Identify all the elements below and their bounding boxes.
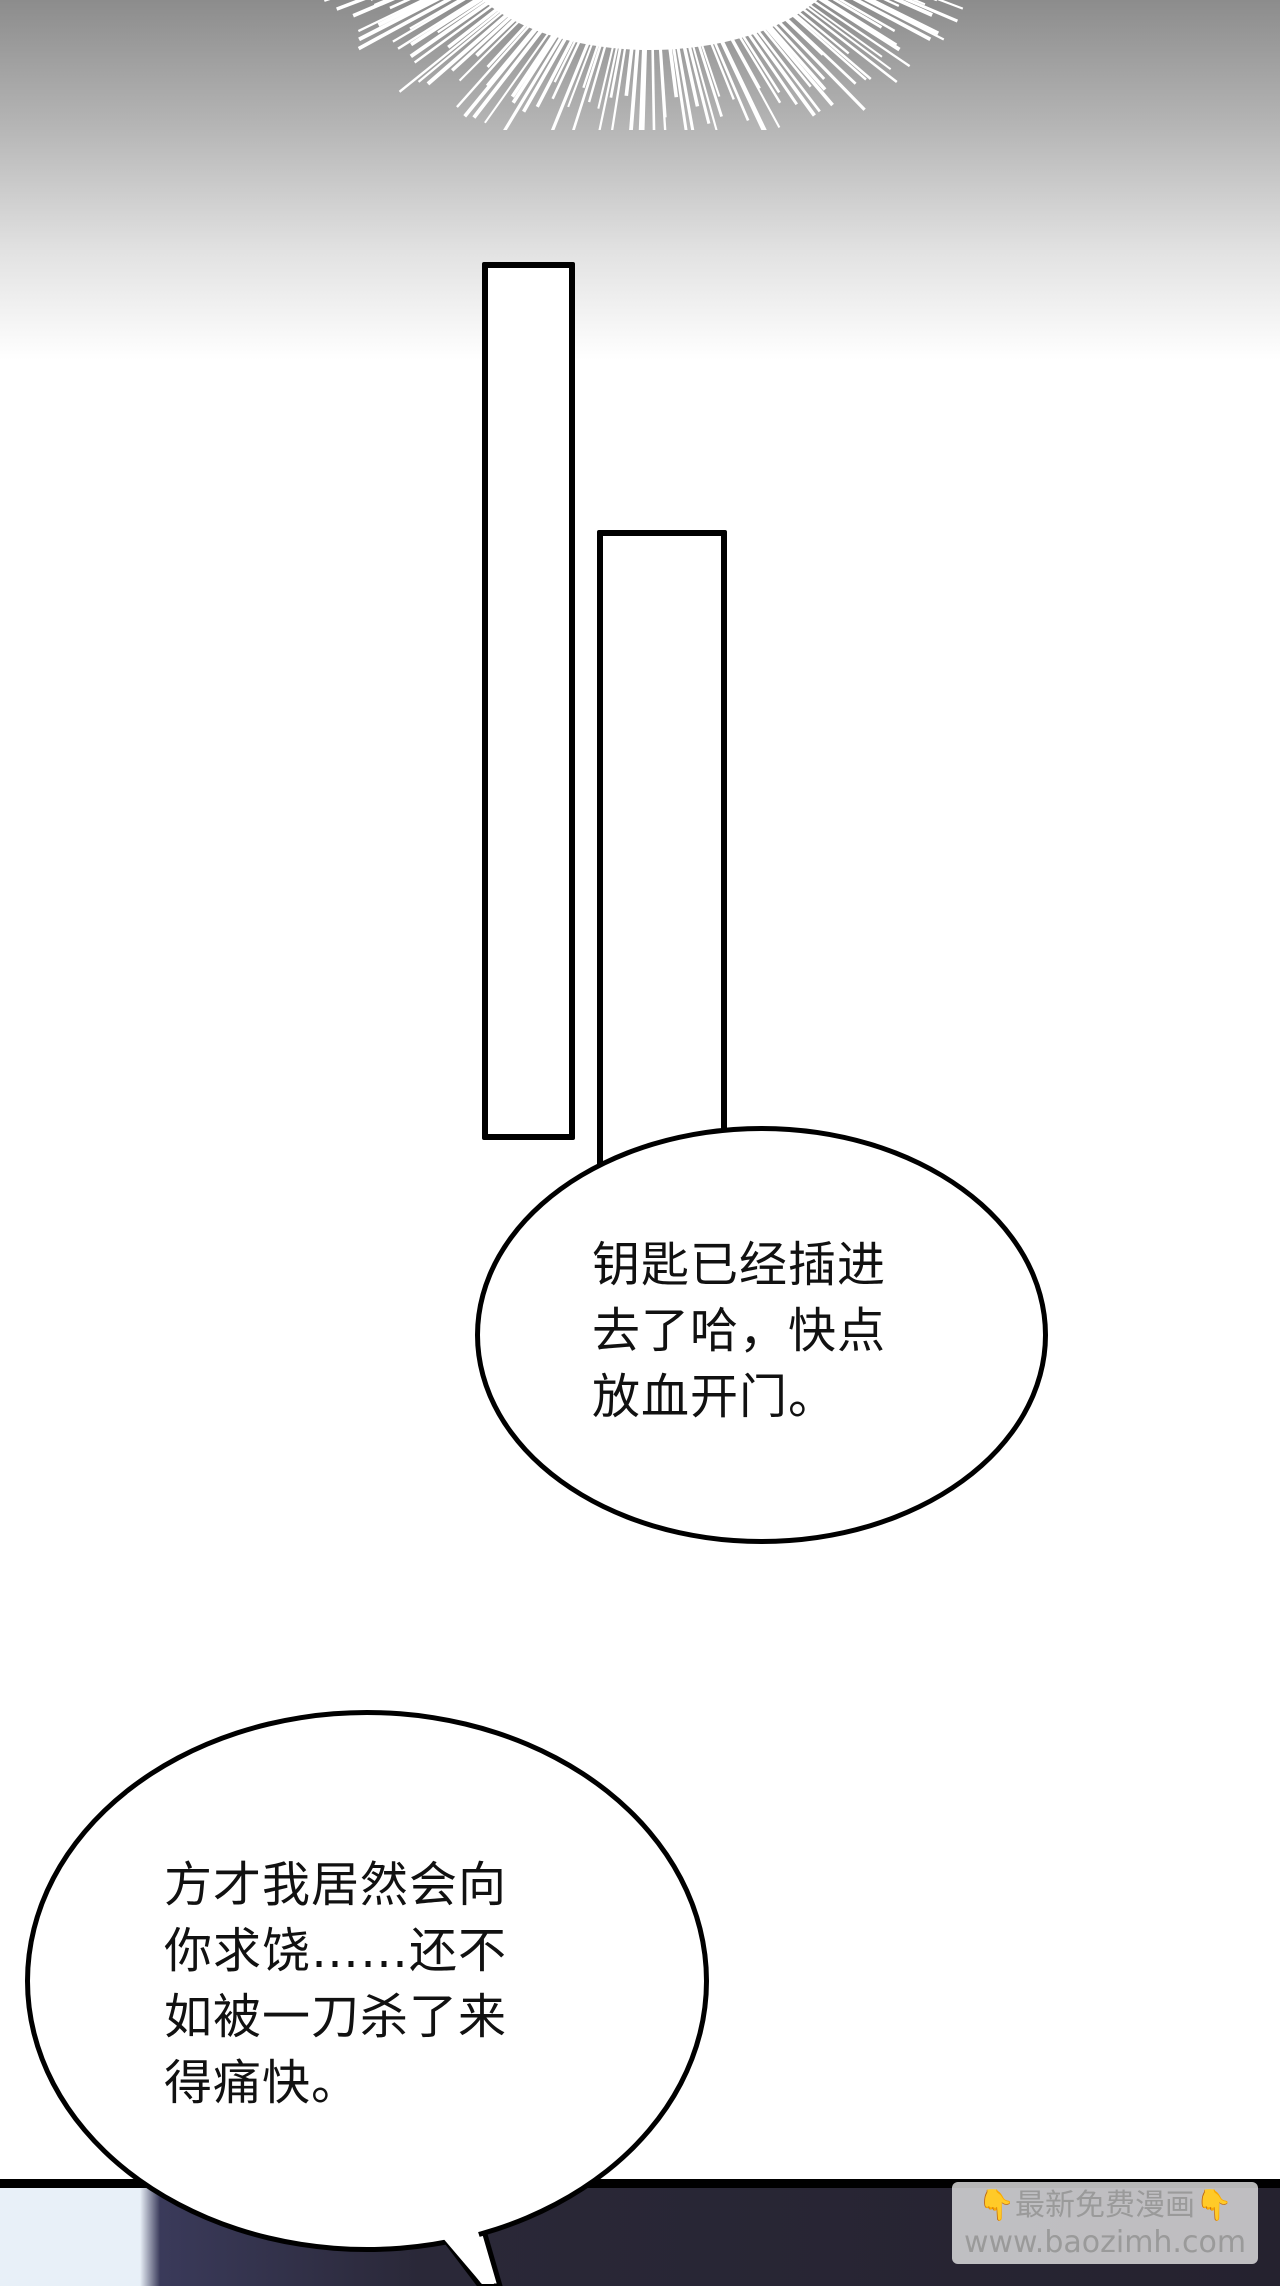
panel-frame-tall: [482, 262, 575, 1140]
panel-frame-short: [597, 530, 727, 1170]
pointing-down-hand-icon: 👇: [1195, 2188, 1232, 2223]
light-burst: [0, 0, 1280, 130]
speech-bubble-1-text: 钥匙已经插进 去了哈，快点 放血开门。: [592, 1232, 886, 1430]
burst-ray: [711, 34, 748, 120]
watermark-url: www.baozimh.com: [952, 2226, 1258, 2260]
watermark-title: 最新免费漫画: [1015, 2188, 1195, 2223]
burst-ray: [653, 40, 655, 130]
pointing-down-hand-icon: 👇: [978, 2188, 1015, 2223]
speech-bubble-2-text: 方才我居然会向 你求饶……还不 如被一刀杀了来 得痛快。: [164, 1852, 507, 2116]
burst-ray: [563, 37, 603, 130]
burst-ray: [513, 28, 561, 103]
watermark[interactable]: 👇最新免费漫画👇 www.baozimh.com: [952, 2182, 1258, 2264]
